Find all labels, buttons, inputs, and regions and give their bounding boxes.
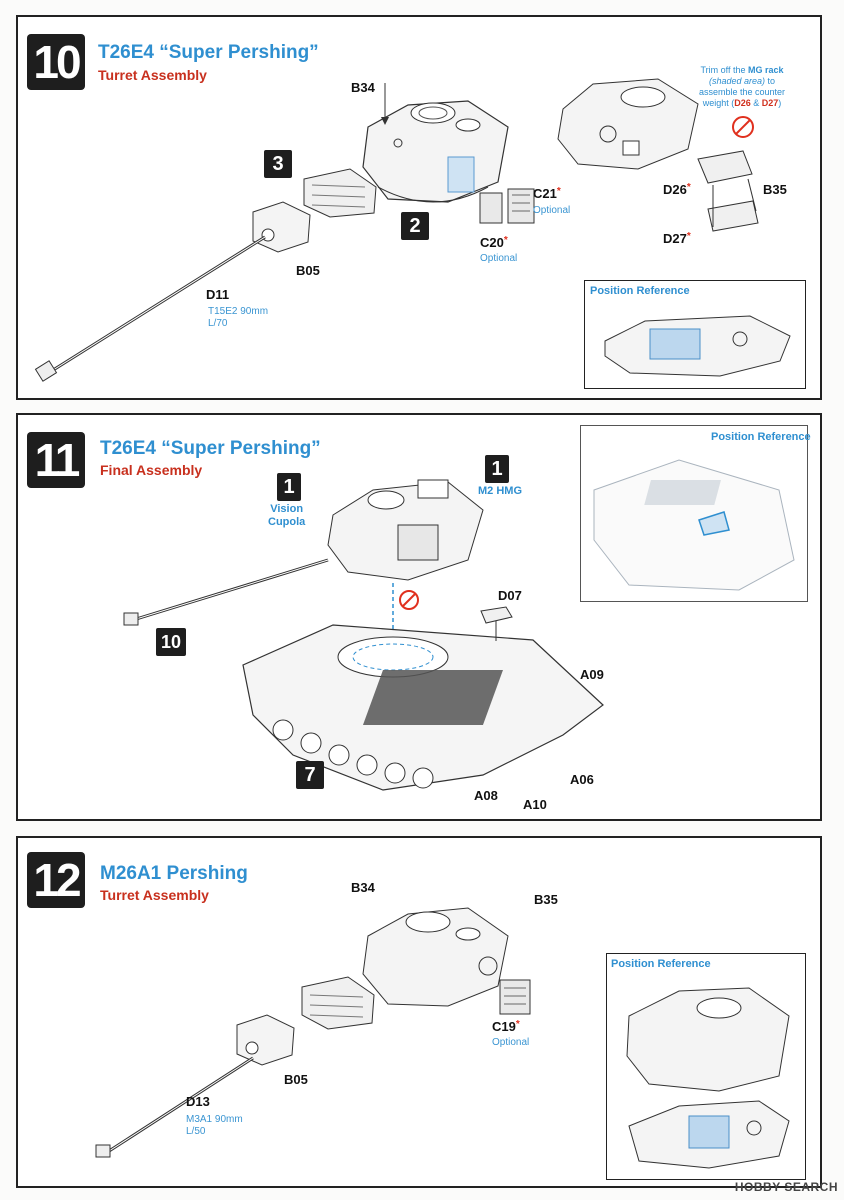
part-d11-desc: T15E2 90mm	[208, 306, 269, 317]
turret-drawing	[362, 100, 509, 203]
gun-barrel-d13	[95, 1056, 254, 1158]
part-a08: A08	[474, 788, 498, 803]
part-d13-desc: M3A1 90mm	[186, 1114, 243, 1125]
part-c19-note: Optional	[492, 1037, 530, 1048]
part-d13: D13	[186, 1094, 210, 1109]
step-title: T26E4 “Super Pershing”	[98, 42, 319, 63]
part-b35: B35	[534, 892, 558, 907]
callout-m2-hmg: 1	[485, 455, 509, 483]
armor-plate-drawing	[301, 976, 375, 1030]
part-d07-drawing	[480, 606, 513, 641]
step-number: 10	[27, 34, 85, 90]
part-d11-length: L/70	[208, 318, 228, 329]
part-b34: B34	[351, 880, 375, 895]
position-reference-box: Position Reference	[580, 425, 811, 602]
step-12-panel: 12 M26A1 Pershing Turret Assembly B34 B3…	[16, 836, 822, 1188]
gun-barrel-d11	[34, 235, 266, 382]
part-c21-note: Optional	[533, 205, 571, 216]
turret-drawing	[362, 907, 509, 1007]
part-a10: A10	[523, 797, 547, 812]
step-title: T26E4 “Super Pershing”	[100, 438, 321, 459]
part-d13-length: L/50	[186, 1126, 206, 1137]
turret-gun-barrel	[123, 558, 329, 626]
position-reference-title: Position Reference	[590, 285, 690, 297]
turret-rear-drawing	[557, 78, 699, 170]
part-c20-note: Optional	[480, 253, 518, 264]
tank-hull-drawing	[242, 624, 604, 791]
part-d11: D11	[206, 287, 230, 302]
trim-note: Trim off the MG rack (shaded area) to as…	[698, 65, 786, 108]
position-reference-title: Position Reference	[711, 431, 811, 443]
step-11-panel: 11 T26E4 “Super Pershing” Final Assembly…	[16, 413, 822, 821]
part-b05: B05	[284, 1072, 308, 1087]
part-b35: B35	[763, 182, 787, 197]
callout-step-7: 7	[296, 761, 324, 789]
part-a09: A09	[580, 667, 604, 682]
part-c20: C20*	[480, 235, 508, 250]
callout-step-3: 3	[264, 150, 292, 178]
position-reference-box: Position Reference	[584, 280, 806, 389]
step-number: 12	[27, 852, 85, 908]
part-c21: C21*	[533, 186, 561, 201]
step-number: 11	[27, 432, 85, 488]
callout-vision-cupola: 1	[277, 473, 301, 501]
step-10-panel: 10 T26E4 “Super Pershing” Turret Assembl…	[16, 15, 822, 400]
mantlet-drawing	[236, 1014, 295, 1066]
position-reference-drawing	[604, 315, 791, 377]
part-d07: D07	[498, 588, 522, 603]
armor-plate-drawing	[303, 168, 377, 218]
m2-hmg-label: M2 HMG	[478, 485, 522, 497]
part-c19: C19*	[492, 1019, 520, 1034]
part-a06: A06	[570, 772, 594, 787]
track-part-c19	[499, 979, 531, 1015]
position-reference-box: Position Reference	[606, 953, 806, 1180]
track-parts-c20-c21	[479, 188, 535, 224]
no-glue-symbol	[399, 590, 419, 610]
mantlet-drawing	[252, 201, 311, 253]
part-b34: B34	[351, 80, 375, 95]
part-d27: D27*	[663, 231, 691, 246]
no-trim-symbol	[732, 116, 754, 138]
position-reference-drawing	[593, 459, 795, 591]
part-b05: B05	[296, 263, 320, 278]
step-title: M26A1 Pershing	[100, 863, 248, 884]
callout-step-10: 10	[156, 628, 186, 656]
step-subtitle: Turret Assembly	[98, 67, 207, 83]
counterweight-parts	[697, 150, 759, 232]
step-subtitle: Turret Assembly	[100, 887, 209, 903]
step-subtitle: Final Assembly	[100, 462, 203, 478]
callout-step-2: 2	[401, 212, 429, 240]
position-reference-drawing	[626, 987, 790, 1169]
part-d26: D26*	[663, 182, 691, 197]
watermark: HOBBY SEARCH	[734, 1180, 838, 1194]
turret-arrow	[381, 83, 389, 125]
assembled-turret-drawing	[327, 479, 484, 581]
position-reference-title: Position Reference	[611, 958, 711, 970]
